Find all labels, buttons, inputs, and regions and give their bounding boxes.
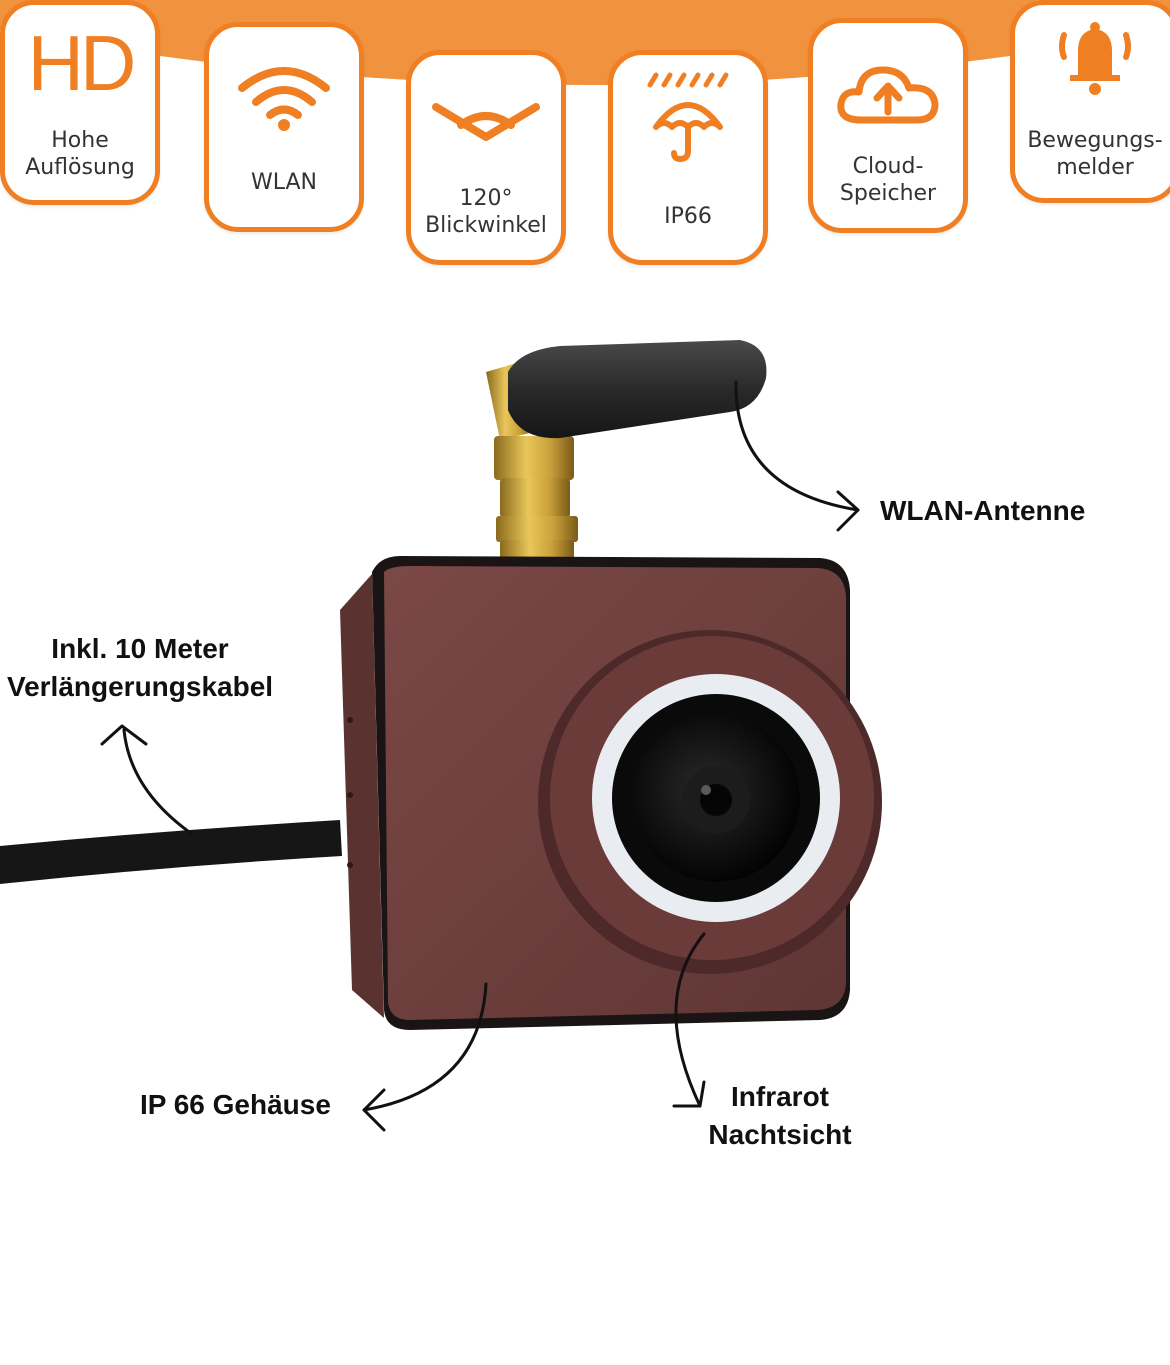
callout-wlan-antenna: WLAN-Antenne [880,495,1086,526]
feature-label: Cloud- Speicher [839,154,937,206]
cable-arrow [122,728,194,836]
feature-motion: Bewegungs- melder [1010,0,1170,203]
callout-ip66-housing: IP 66 Gehäuse [140,1089,331,1120]
viewing-angle-icon [411,83,561,163]
hd-icon: HD [27,19,137,107]
header-banner [0,0,1170,85]
feature-label: IP66 [664,204,712,229]
umbrella-rain-icon [613,72,763,163]
camera-product-image [0,340,882,1132]
feature-label: Bewegungs- melder [1027,128,1163,180]
wlan-antenna [486,340,767,564]
camera-lens [538,630,882,974]
feature-wlan: WLAN [204,22,364,232]
cloud-upload-icon [813,53,963,133]
housing-arrow [362,982,488,1112]
antenna-arrow [734,380,860,512]
feature-label: WLAN [250,170,318,195]
feature-cloud: Cloud- Speicher [808,18,968,233]
callout-night-vision: Infrarot Nachtsicht [708,1081,852,1150]
feature-hd: HD Hohe Auflösung [0,0,160,205]
feature-viewing-angle: 120° Blickwinkel [406,50,566,265]
feature-label: 120° Blickwinkel [425,186,547,238]
feature-ip66: IP66 [608,50,768,265]
wifi-icon [209,57,359,137]
bell-icon [1015,17,1170,97]
night-vision-arrow [674,932,706,1108]
feature-label: Hohe Auflösung [25,128,135,180]
callout-extension-cable: Inkl. 10 Meter Verlängerungskabel [6,633,274,702]
extension-cable [0,820,342,884]
